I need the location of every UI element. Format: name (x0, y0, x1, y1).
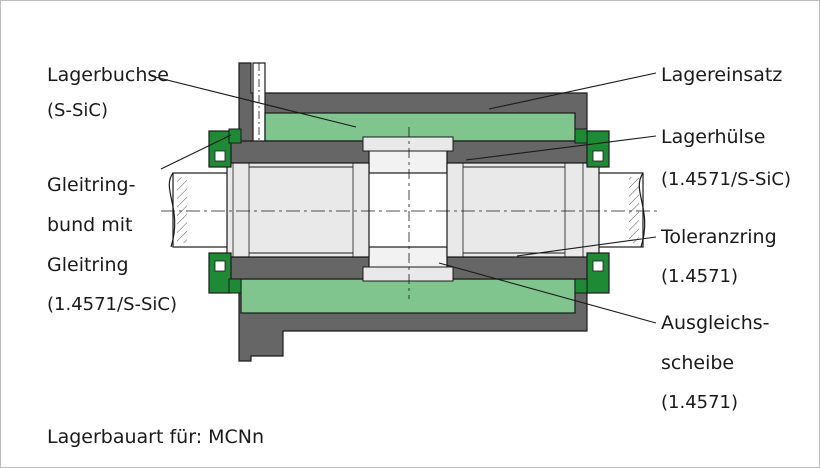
label-gleitring-line3: Gleitring (47, 254, 129, 276)
label-gleitring-line2: bund mit (47, 214, 133, 236)
label-lagerbuchse-material: (S-SiC) (47, 100, 108, 121)
inner-rings (226, 162, 600, 258)
leader-ausgleichsscheibe (438, 262, 657, 324)
label-lagereinsatz: Lagereinsatz (661, 64, 783, 86)
leader-lagerbuchse (150, 75, 357, 128)
center-lines (161, 127, 661, 299)
label-lagerhuelse-material: (1.4571/S-SiC) (661, 169, 792, 190)
leader-gleitringbund (160, 134, 232, 170)
label-ausgleich-material: (1.4571) (661, 392, 739, 413)
leader-lagereinsatz (488, 72, 657, 110)
label-lagerhuelse: Lagerhülse (661, 126, 766, 148)
label-bearing-type: Lagerbauart für: MCNn (47, 426, 265, 448)
label-ausgleich-line1: Ausgleichs- (661, 312, 770, 334)
leader-lagerhuelse (465, 135, 657, 161)
label-toleranzring: Toleranzring (661, 226, 777, 248)
label-toleranzring-material: (1.4571) (661, 266, 739, 287)
leader-toleranzring (516, 236, 657, 257)
label-ausgleich-line2: scheibe (661, 352, 735, 374)
leader-lines (150, 72, 657, 324)
gleitringbund (208, 128, 610, 294)
label-gleitring-line1: Gleitring- (47, 174, 136, 196)
toleranzring (249, 166, 565, 254)
label-gleitring-material: (1.4571/S-SiC) (47, 294, 178, 315)
label-lagerbuchse: Lagerbuchse (47, 64, 169, 86)
